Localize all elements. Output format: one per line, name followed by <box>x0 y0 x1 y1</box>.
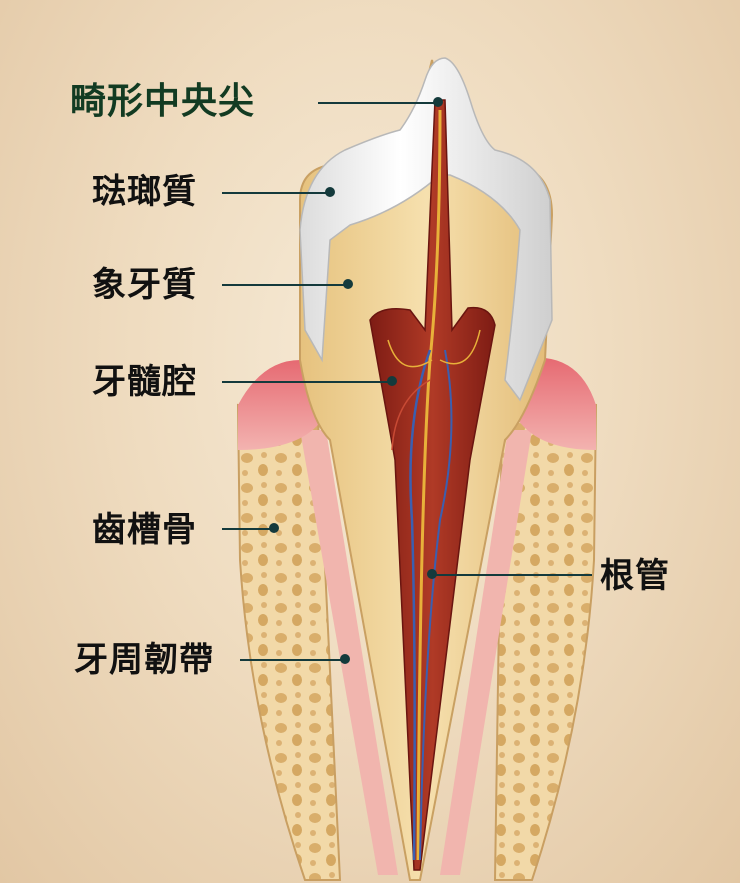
alveolar-bone-right <box>493 403 598 881</box>
label-enamel: 琺瑯質 <box>92 172 197 212</box>
pointer-periodontal-ligament <box>340 654 350 664</box>
leader-pulp <box>222 381 392 383</box>
label-periodontal-ligament: 牙周韌帶 <box>74 640 214 680</box>
enamel-crown <box>299 57 553 402</box>
pointer-alveolar-bone <box>269 523 279 533</box>
pulp-chamber <box>369 99 496 871</box>
pointer-cusp <box>433 97 443 107</box>
label-root-canal: 根管 <box>600 556 670 596</box>
alveolar-bone-left <box>236 403 342 881</box>
leader-enamel <box>222 192 330 194</box>
pointer-root-canal <box>427 569 437 579</box>
periodontal-ligament-left <box>300 430 398 875</box>
nerve-branch-left <box>387 339 433 368</box>
vein-left <box>409 349 432 861</box>
nerve-main <box>416 109 442 861</box>
vessel-branch <box>391 379 431 451</box>
periodontal-ligament-right <box>440 430 532 875</box>
pointer-enamel <box>325 187 335 197</box>
nerve-branch-right <box>439 329 481 365</box>
leader-cusp <box>318 102 438 104</box>
label-alveolar-bone: 齒槽骨 <box>92 510 197 550</box>
label-cusp: 畸形中央尖 <box>70 81 256 122</box>
leader-dentin <box>222 284 348 286</box>
leader-root-canal <box>432 574 592 576</box>
pointer-pulp <box>387 376 397 386</box>
leader-periodontal-ligament <box>240 659 345 661</box>
label-dentin: 象牙質 <box>92 265 197 305</box>
vein-right <box>419 349 453 861</box>
label-pulp: 牙髓腔 <box>92 362 197 402</box>
leader-alveolar-bone <box>222 528 274 530</box>
pointer-dentin <box>343 279 353 289</box>
